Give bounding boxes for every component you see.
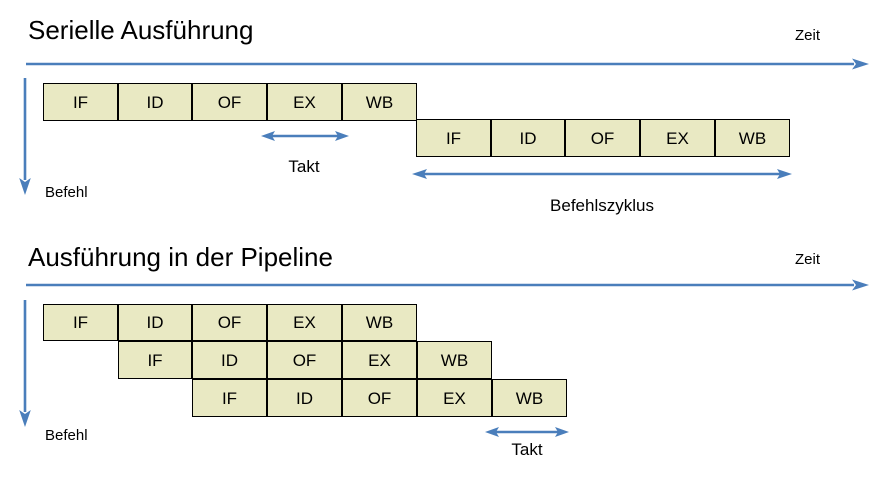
serial-clock-label: Takt	[288, 157, 320, 176]
pipeline-r1-stage-ex: EX	[267, 304, 342, 341]
pipeline-r2-stage-id: ID	[192, 341, 267, 379]
serial-r1-stage-ex: EX	[267, 83, 342, 121]
pipeline-clock-double-arrow	[485, 427, 569, 437]
pipeline-time-axis-arrow	[26, 279, 869, 291]
serial-r1-stage-id: ID	[118, 83, 192, 121]
pipeline-r2-stage-of: OF	[267, 341, 342, 379]
pipeline-section-title: Ausführung in der Pipeline	[28, 242, 333, 272]
pipeline-time-axis-label: Zeit	[795, 251, 821, 268]
serial-r1-stage-if: IF	[43, 83, 118, 121]
serial-time-axis-label: Zeit	[795, 27, 821, 44]
serial-r1-stage-of: OF	[192, 83, 267, 121]
serial-instruction-axis-arrow	[19, 78, 31, 195]
pipeline-instruction-axis-arrow	[19, 300, 31, 427]
pipeline-r2-stage-ex: EX	[342, 341, 417, 379]
pipeline-r3-stage-of: OF	[342, 379, 417, 417]
serial-instruction-axis-label: Befehl	[45, 184, 88, 201]
pipeline-r2-stage-if: IF	[118, 341, 192, 379]
serial-instruction-cycle-label: Befehlszyklus	[550, 196, 654, 215]
pipeline-clock-label: Takt	[511, 440, 543, 459]
pipeline-instruction-axis-label: Befehl	[45, 427, 88, 444]
serial-section-title: Serielle Ausführung	[28, 15, 254, 45]
serial-clock-double-arrow	[261, 131, 349, 141]
serial-r2-stage-ex: EX	[640, 119, 715, 157]
serial-time-axis-arrow	[26, 58, 869, 70]
serial-r2-stage-id: ID	[491, 119, 565, 157]
serial-r2-stage-wb: WB	[715, 119, 790, 157]
serial-instruction-cycle-double-arrow	[412, 169, 792, 179]
serial-r1-stage-wb: WB	[342, 83, 417, 121]
serial-r2-stage-if: IF	[416, 119, 491, 157]
pipeline-r1-stage-if: IF	[43, 304, 118, 341]
pipeline-r1-stage-of: OF	[192, 304, 267, 341]
pipeline-r2-stage-wb: WB	[417, 341, 492, 379]
pipeline-r3-stage-ex: EX	[417, 379, 492, 417]
pipeline-r1-stage-wb: WB	[342, 304, 417, 341]
pipeline-r3-stage-id: ID	[267, 379, 342, 417]
pipeline-r1-stage-id: ID	[118, 304, 192, 341]
pipeline-r3-stage-wb: WB	[492, 379, 567, 417]
pipeline-r3-stage-if: IF	[192, 379, 267, 417]
serial-r2-stage-of: OF	[565, 119, 640, 157]
